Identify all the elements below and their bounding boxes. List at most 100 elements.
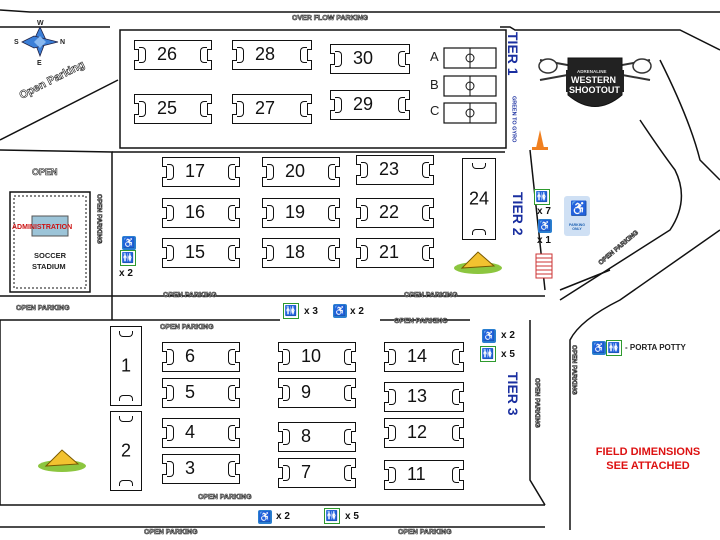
field-number: 20	[285, 161, 306, 182]
field-11[interactable]: 11	[384, 460, 464, 490]
field-18[interactable]: 18	[262, 238, 340, 268]
open-parking-mid-right: OPEN PARKING	[404, 292, 458, 300]
field-number: 1	[120, 355, 131, 376]
field-28[interactable]: 28	[232, 40, 312, 70]
field-number: 7	[301, 462, 312, 483]
field-number: 6	[185, 346, 196, 367]
administration-label: ADMINISTRATION	[12, 224, 73, 231]
logo-line1: ADRENALINE	[577, 69, 607, 74]
wheelchair-icon: ♿	[258, 510, 272, 524]
field-number: 8	[301, 426, 312, 447]
field-14[interactable]: 14	[384, 342, 464, 372]
field-27[interactable]: 27	[232, 94, 312, 124]
parking-only-label: PARKING ONLY	[569, 223, 585, 231]
open-label: OPEN	[32, 167, 58, 177]
field-number: 17	[185, 161, 206, 182]
field-number: 11	[407, 464, 426, 485]
field-5[interactable]: 5	[162, 378, 240, 408]
field-30[interactable]: 30	[330, 44, 410, 74]
field-a-label: A	[430, 49, 439, 64]
field-20[interactable]: 20	[262, 157, 340, 187]
field-16[interactable]: 16	[162, 198, 240, 228]
field-8[interactable]: 8	[278, 422, 356, 452]
field-number: 21	[379, 242, 400, 263]
field-21[interactable]: 21	[356, 238, 434, 268]
open-parking-mid-left: OPEN PARKING	[163, 292, 217, 300]
tier2-handicap-count: x 1	[537, 235, 551, 246]
field-7[interactable]: 7	[278, 458, 356, 488]
field-15[interactable]: 15	[162, 238, 240, 268]
tier2-label: TIER 2	[510, 192, 526, 236]
handicap-parking-sign: ♿ PARKING ONLY	[564, 196, 590, 236]
field-c-label: C	[430, 103, 440, 118]
field-10[interactable]: 10	[278, 342, 356, 372]
logo-line2: WESTERN	[571, 75, 616, 85]
field-19[interactable]: 19	[262, 198, 340, 228]
field-number: 25	[157, 98, 178, 119]
tier1-sublabel: GREEN TO GYRO	[510, 96, 517, 143]
restroom-icon: 🚻	[480, 346, 496, 362]
open-parking-vertical-left: OPEN PARKING	[95, 194, 103, 244]
restroom-icon: 🚻	[534, 189, 550, 205]
western-shootout-logo-icon	[538, 57, 652, 107]
field-number: 13	[407, 386, 428, 407]
field-number: 3	[185, 458, 196, 479]
wheelchair-icon: ♿	[333, 304, 347, 318]
open-parking-vertical-right: OPEN PARKING	[570, 345, 578, 395]
wheelchair-icon: ♿	[122, 236, 136, 250]
open-parking-row3-left: OPEN PARKING	[160, 324, 214, 332]
field-number: 23	[379, 159, 400, 180]
field-number: 14	[407, 346, 428, 367]
field-3[interactable]: 3	[162, 454, 240, 484]
wheelchair-icon: ♿	[592, 341, 606, 355]
logo-line3: SHOOTOUT	[569, 85, 620, 95]
field-2[interactable]: 2	[110, 411, 142, 491]
field-1[interactable]: 1	[110, 326, 142, 406]
restroom-icon: 🚻	[120, 250, 136, 266]
field-number: 12	[407, 422, 428, 443]
bottom-handicap-count: x 2	[276, 511, 290, 522]
tier2-restroom-count: x 7	[537, 206, 551, 217]
open-parking-very-bottom-right: OPEN PARKING	[398, 529, 452, 537]
field-number: 28	[255, 44, 276, 65]
field-number: 29	[353, 94, 374, 115]
overflow-parking-label: OVER FLOW PARKING	[292, 15, 369, 23]
field-number: 24	[468, 188, 490, 209]
stadium-name-line1: SOCCER	[34, 251, 67, 260]
field-17[interactable]: 17	[162, 157, 240, 187]
tier3-handicap-count: x 2	[501, 330, 515, 341]
field-9[interactable]: 9	[278, 378, 356, 408]
wheelchair-icon: ♿	[538, 219, 552, 233]
stadium-name-line2: STADIUM	[32, 262, 66, 271]
tier3-restroom-count: x 5	[501, 349, 515, 360]
field-6[interactable]: 6	[162, 342, 240, 372]
field-b-label: B	[430, 77, 439, 92]
tent-icon	[38, 449, 86, 472]
field-29[interactable]: 29	[330, 90, 410, 120]
field-22[interactable]: 22	[356, 198, 434, 228]
field-number: 2	[120, 440, 131, 461]
field-number: 9	[301, 382, 312, 403]
tent-icon	[454, 251, 502, 274]
field-number: 4	[185, 422, 196, 443]
compass-w: W	[37, 20, 44, 27]
field-4[interactable]: 4	[162, 418, 240, 448]
mid-handicap-count: x 2	[350, 306, 364, 317]
tier1-label: TIER 1	[505, 32, 521, 76]
tier3-label: TIER 3	[505, 372, 521, 416]
field-12[interactable]: 12	[384, 418, 464, 448]
parking-stripes	[535, 253, 553, 279]
compass-e: E	[37, 60, 42, 67]
open-parking-bottom-mid: OPEN PARKING	[198, 494, 252, 502]
restroom-icon: 🚻	[606, 340, 622, 356]
field-25[interactable]: 25	[134, 94, 212, 124]
left-amenity-count: x 2	[119, 268, 133, 279]
field-23[interactable]: 23	[356, 155, 434, 185]
compass-s: S	[14, 39, 19, 46]
mid-restroom-count: x 3	[304, 306, 318, 317]
field-26[interactable]: 26	[134, 40, 212, 70]
field-13[interactable]: 13	[384, 382, 464, 412]
field-24[interactable]: 24	[462, 158, 496, 240]
